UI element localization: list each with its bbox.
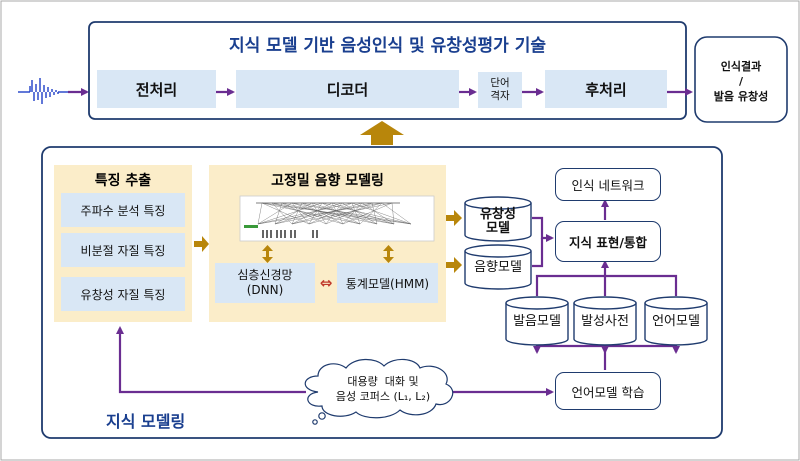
language-model-training-box: 언어모델 학습	[555, 372, 661, 410]
word-lattice-line2: 격자	[490, 90, 510, 102]
feature-item-prosodic: 비분절 자질 특징	[61, 233, 185, 267]
language-model-label: 언어모델	[652, 314, 700, 329]
acoustic-model-cylinder: 음향모델	[464, 244, 532, 290]
arrow-feature-to-acoustic	[194, 236, 209, 252]
result-box	[694, 36, 788, 123]
pronunciation-model-label: 발음모델	[513, 314, 561, 329]
purple-connectors	[116, 199, 680, 396]
acoustic-model-label: 음향모델	[474, 260, 522, 275]
fluency-model-cylinder: 유창성 모델	[464, 196, 532, 242]
knowledge-representation-box: 지식 표현/통합	[555, 221, 661, 262]
decoder-step: 디코더	[236, 70, 459, 108]
swap-icon: ⇔	[319, 274, 333, 292]
preprocess-step: 전처리	[97, 70, 216, 108]
dnn-box: 심층신경망 (DNN)	[215, 263, 315, 303]
hmm-box: 통계모델(HMM)	[337, 263, 438, 303]
arrow-to-acoustic-model	[446, 257, 462, 273]
gold-double-arrow-right	[383, 245, 394, 263]
waveform-icon	[18, 78, 68, 104]
corpus-line2: 음성 코퍼스 (L₁, L₂)	[335, 390, 431, 403]
gold-up-arrow	[360, 121, 404, 145]
recognition-network-box: 인식 네트워크	[555, 168, 661, 201]
feature-title: 특징 추출	[94, 173, 152, 189]
corpus-text: 대용량 대화 및 음성 코퍼스 (L₁, L₂)	[318, 370, 448, 408]
feature-item-frequency: 주파수 분석 특징	[61, 193, 185, 227]
top-title: 지식 모델 기반 음성인식 및 유창성평가 기술	[228, 36, 547, 56]
postprocess-step: 후처리	[545, 70, 667, 108]
knowledge-modeling-label: 지식 모델링	[106, 412, 186, 431]
neural-network-image	[239, 195, 435, 242]
pronunciation-dictionary-cylinder: 발성사전	[573, 296, 637, 346]
result-text: 인식결과 / 발음 유창성	[695, 42, 787, 120]
fluency-model-label: 유창성 모델	[464, 208, 532, 236]
fluency-model-text: 유창성 모델	[480, 207, 516, 236]
word-lattice-line1: 단어	[490, 77, 510, 89]
gold-double-arrow-left	[262, 245, 273, 263]
dnn-line1: 심층신경망	[237, 268, 293, 282]
pronunciation-dictionary-label: 발성사전	[581, 314, 629, 329]
result-line3: 발음 유창성	[713, 89, 769, 103]
language-model-cylinder: 언어모델	[644, 296, 708, 346]
dnn-line2: (DNN)	[246, 283, 284, 297]
corpus-cloud	[304, 358, 454, 425]
result-line2: /	[738, 74, 744, 88]
corpus-line1: 대용량 대화 및	[347, 375, 419, 388]
word-lattice-step: 단어 격자	[478, 72, 522, 108]
pronunciation-model-cylinder: 발음모델	[505, 296, 569, 346]
result-line1: 인식결과	[720, 59, 762, 73]
feature-item-fluency: 유창성 자질 특징	[61, 277, 185, 311]
arrow-to-fluency-model	[446, 210, 462, 226]
acoustic-title: 고정밀 음향 모델링	[271, 173, 384, 189]
